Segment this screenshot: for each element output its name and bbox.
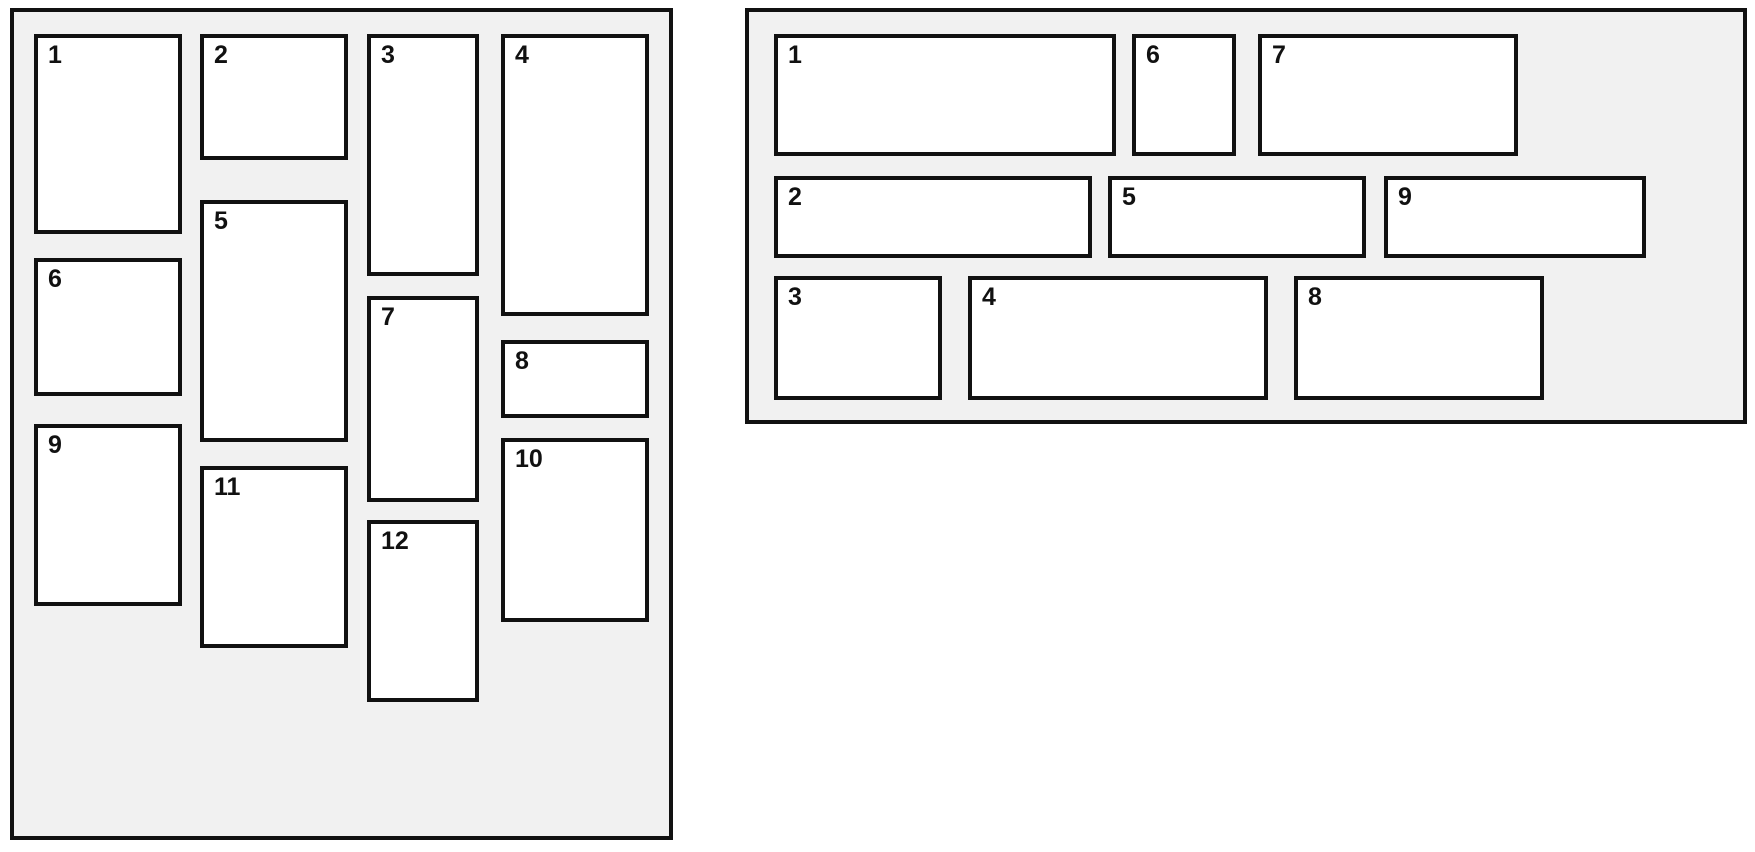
box-number-label: 11 <box>214 473 241 501</box>
left-panel-box-3[interactable]: 3 <box>367 34 479 276</box>
box-number-label: 6 <box>48 265 62 293</box>
box-number-label: 12 <box>381 527 409 555</box>
left-panel-box-11[interactable]: 11 <box>200 466 348 648</box>
left-panel-box-7[interactable]: 7 <box>367 296 479 502</box>
right-panel-box-6[interactable]: 6 <box>1132 34 1236 156</box>
box-number-label: 2 <box>788 183 802 211</box>
box-number-label: 7 <box>1272 41 1286 69</box>
box-number-label: 4 <box>515 41 529 69</box>
box-number-label: 1 <box>788 41 802 69</box>
left-panel-box-9[interactable]: 9 <box>34 424 182 606</box>
box-number-label: 10 <box>515 445 543 473</box>
left-panel-box-4[interactable]: 4 <box>501 34 649 316</box>
box-number-label: 2 <box>214 41 228 69</box>
right-panel-box-7[interactable]: 7 <box>1258 34 1518 156</box>
box-number-label: 3 <box>381 41 395 69</box>
box-number-label: 3 <box>788 283 802 311</box>
right-panel: 1 6 7 2 5 9 3 4 8 <box>745 8 1747 424</box>
box-number-label: 5 <box>1122 183 1136 211</box>
right-panel-box-5[interactable]: 5 <box>1108 176 1366 258</box>
right-panel-box-4[interactable]: 4 <box>968 276 1268 400</box>
right-panel-box-9[interactable]: 9 <box>1384 176 1646 258</box>
box-number-label: 4 <box>982 283 996 311</box>
right-panel-box-3[interactable]: 3 <box>774 276 942 400</box>
right-panel-box-8[interactable]: 8 <box>1294 276 1544 400</box>
left-panel-box-2[interactable]: 2 <box>200 34 348 160</box>
box-number-label: 8 <box>1308 283 1322 311</box>
box-number-label: 6 <box>1146 41 1160 69</box>
right-panel-box-2[interactable]: 2 <box>774 176 1092 258</box>
left-panel-box-6[interactable]: 6 <box>34 258 182 396</box>
box-number-label: 8 <box>515 347 529 375</box>
box-number-label: 1 <box>48 41 62 69</box>
box-number-label: 5 <box>214 207 228 235</box>
right-panel-box-1[interactable]: 1 <box>774 34 1116 156</box>
box-number-label: 7 <box>381 303 395 331</box>
left-panel-box-10[interactable]: 10 <box>501 438 649 622</box>
left-panel-box-5[interactable]: 5 <box>200 200 348 442</box>
box-number-label: 9 <box>48 431 62 459</box>
left-panel-box-8[interactable]: 8 <box>501 340 649 418</box>
left-panel-box-1[interactable]: 1 <box>34 34 182 234</box>
left-panel-box-12[interactable]: 12 <box>367 520 479 702</box>
box-number-label: 9 <box>1398 183 1412 211</box>
